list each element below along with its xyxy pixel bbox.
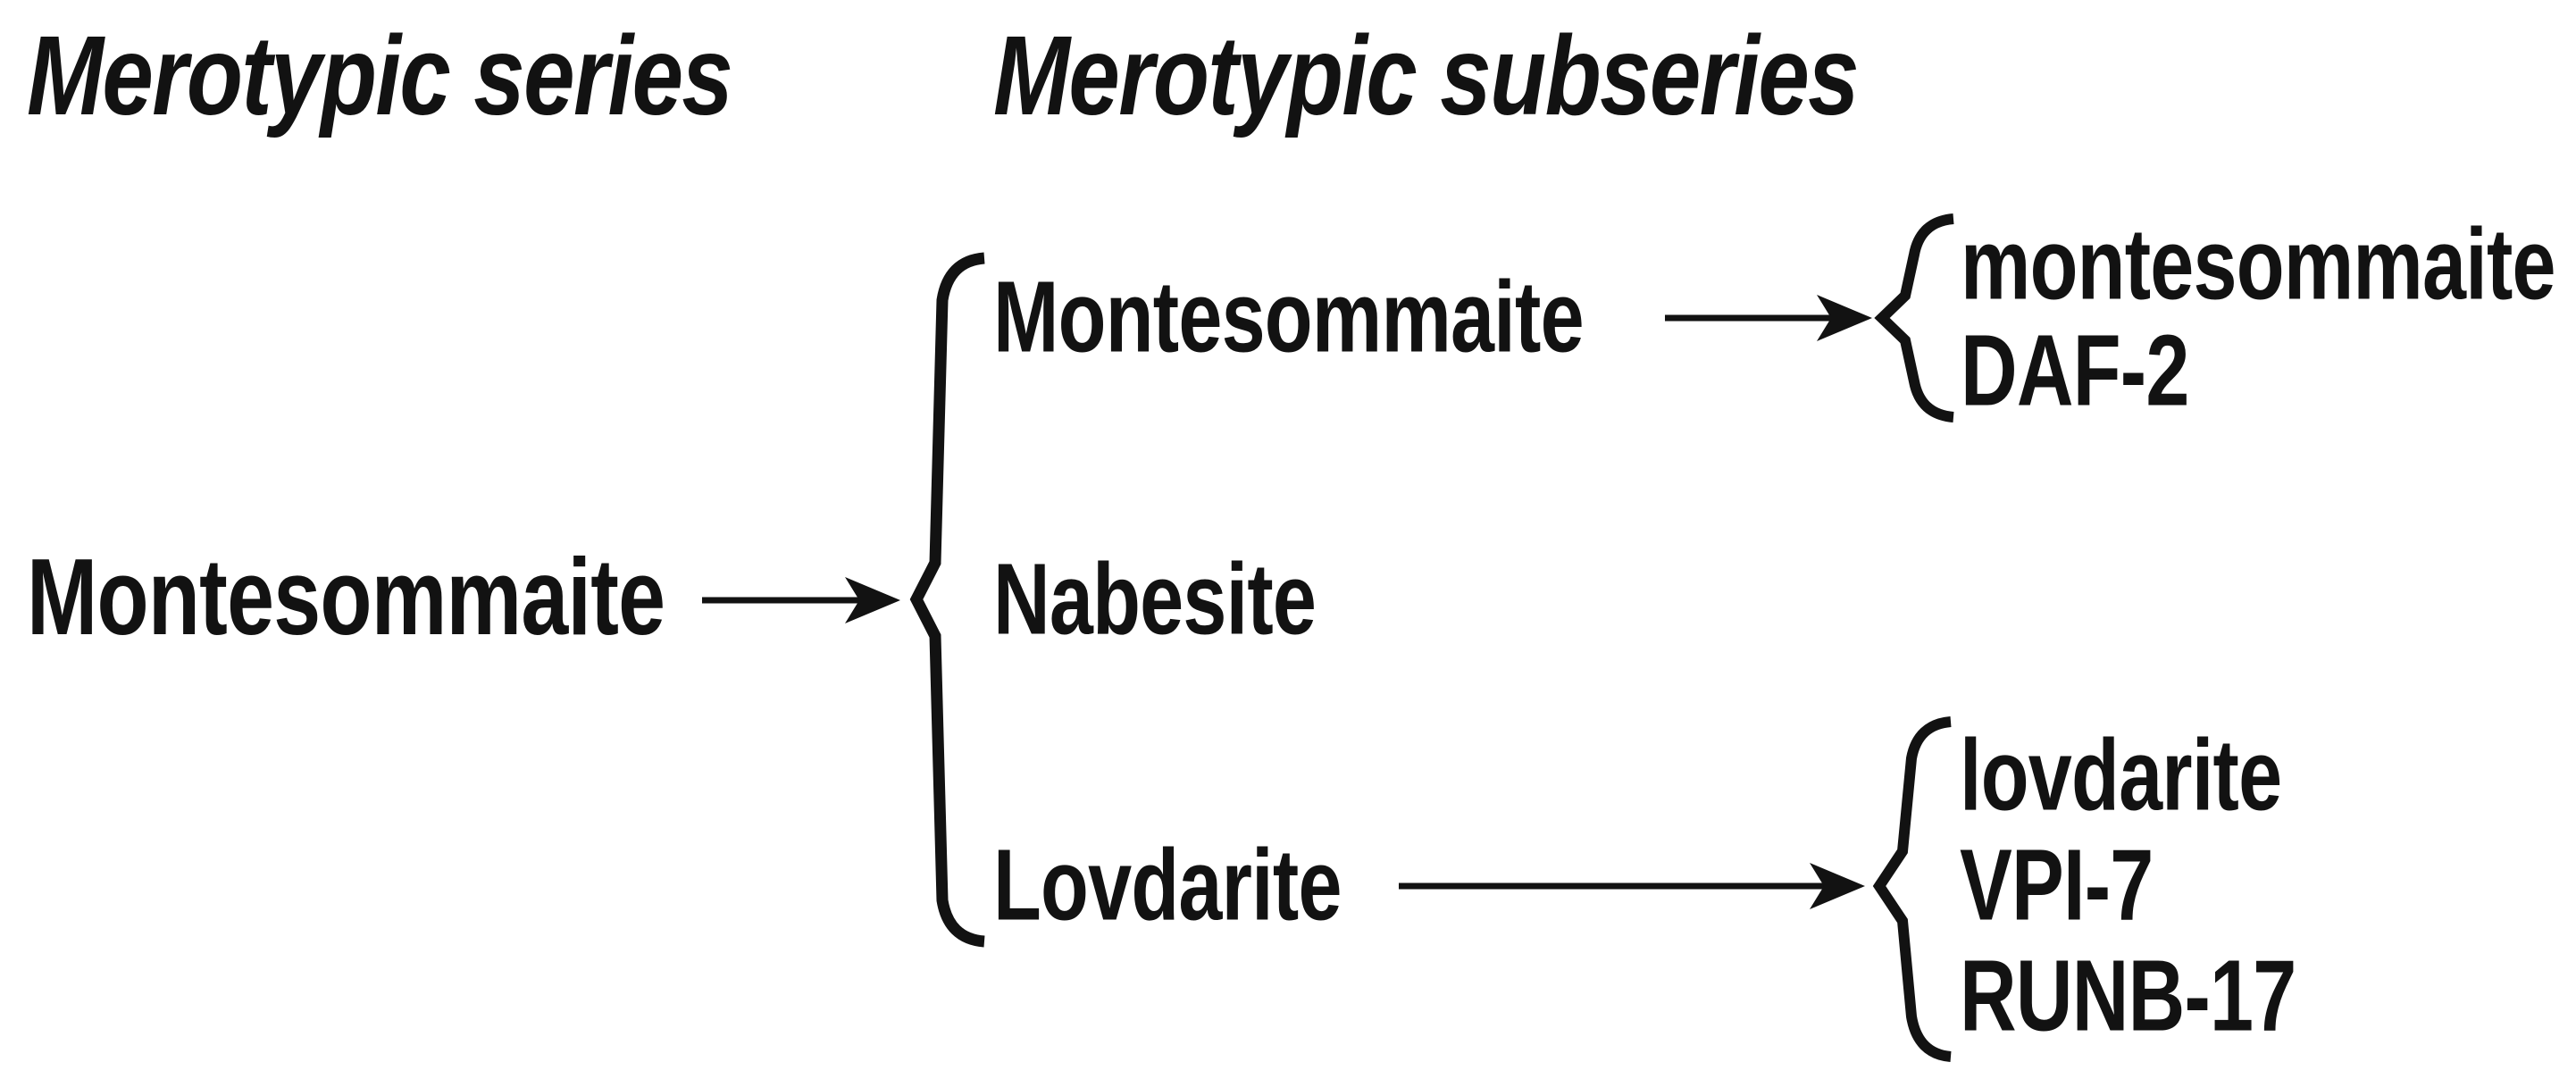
member-label-montesommaite: montesommaite: [1961, 207, 2556, 321]
heading-merotypic-series: Merotypic series: [27, 13, 733, 138]
member-label-runb-17: RUNB-17: [1960, 939, 2296, 1052]
subseries-label-lovdarite: Lovdarite: [993, 828, 1342, 941]
lovdarite-members-brace: [1872, 716, 1952, 1062]
heading-merotypic-subseries: Merotypic subseries: [993, 13, 1860, 138]
member-label-daf-2: DAF-2: [1961, 314, 2189, 427]
montesommaite-members-brace: [1874, 213, 1954, 422]
subseries-label-nabesite: Nabesite: [993, 542, 1317, 656]
lovdarite-members-arrow-icon: [1399, 863, 1865, 909]
subseries-group-brace: [909, 252, 985, 948]
member-label-vpi-7: VPI-7: [1960, 828, 2154, 941]
member-label-lovdarite: lovdarite: [1960, 718, 2282, 832]
series-to-subseries-arrow-icon: [702, 577, 900, 623]
series-root-label: Montesommaite: [27, 536, 665, 657]
subseries-label-montesommaite: Montesommaite: [993, 260, 1585, 373]
montesommaite-members-arrow-icon: [1665, 295, 1872, 341]
